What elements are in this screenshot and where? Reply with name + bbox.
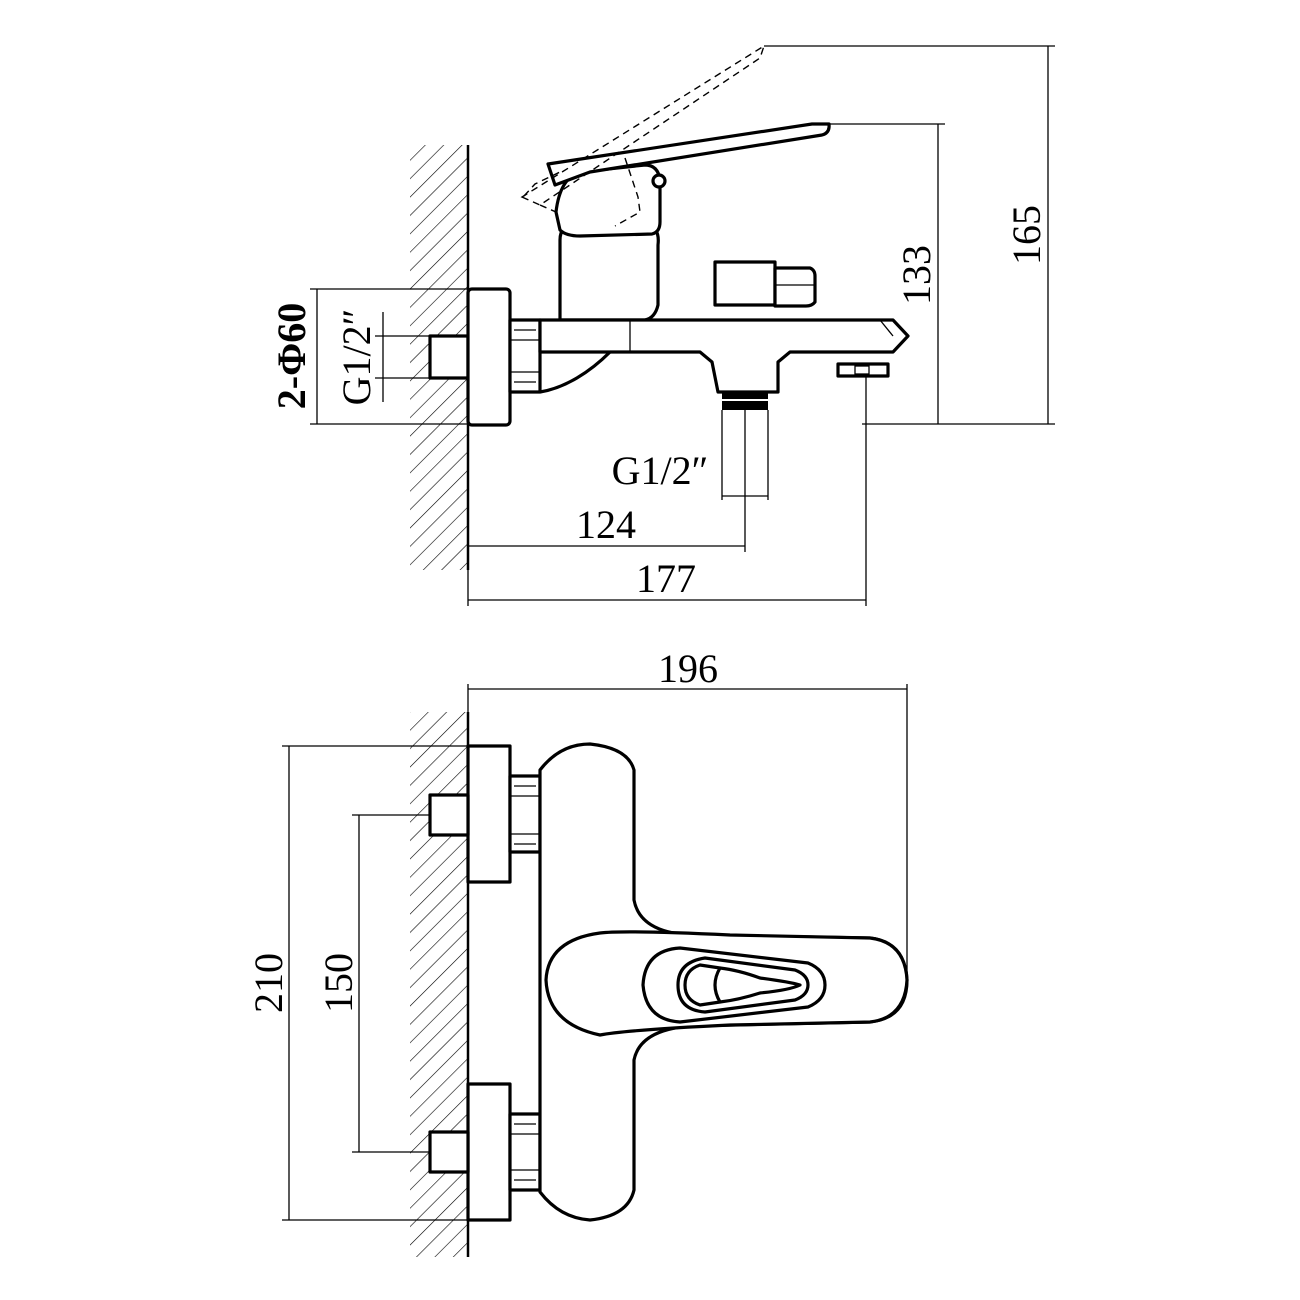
escutcheon-upper bbox=[466, 744, 512, 884]
hex-nut-side bbox=[508, 318, 542, 394]
dim-2-phi60: 2-Φ60 bbox=[269, 303, 314, 409]
spout-body bbox=[538, 318, 910, 394]
shower-nozzle bbox=[836, 362, 890, 378]
dim-177: 177 bbox=[636, 556, 696, 601]
hex-nut-lower bbox=[508, 1112, 542, 1192]
wall-pipe-lower bbox=[428, 1130, 470, 1174]
top-view: 196 210 150 bbox=[246, 646, 909, 1257]
wall-pipe-upper bbox=[428, 793, 470, 837]
body-underside bbox=[539, 350, 612, 394]
side-view: 165 133 2-Φ60 G1/2″ G1/2″ 124 177 bbox=[269, 44, 1055, 606]
dim-150: 150 bbox=[316, 953, 361, 1013]
dim-outlet-thread: G1/2″ bbox=[612, 448, 709, 493]
dim-165: 165 bbox=[1004, 205, 1049, 265]
lever-raised-outline bbox=[520, 44, 766, 206]
dim-210: 210 bbox=[246, 953, 291, 1013]
handle-grip bbox=[683, 963, 722, 1007]
hex-nut-upper bbox=[508, 774, 542, 854]
wall-pipe-side bbox=[428, 334, 470, 380]
dim-wall-thread: G1/2″ bbox=[334, 309, 379, 406]
cartridge-column bbox=[558, 223, 660, 322]
escutcheon-side bbox=[466, 287, 512, 427]
escutcheon-lower bbox=[466, 1082, 512, 1222]
dim-196: 196 bbox=[658, 646, 718, 691]
diverter-knob bbox=[713, 260, 777, 307]
dim-124: 124 bbox=[576, 502, 636, 547]
dim-133: 133 bbox=[894, 245, 939, 305]
handle-pivot bbox=[651, 173, 667, 189]
